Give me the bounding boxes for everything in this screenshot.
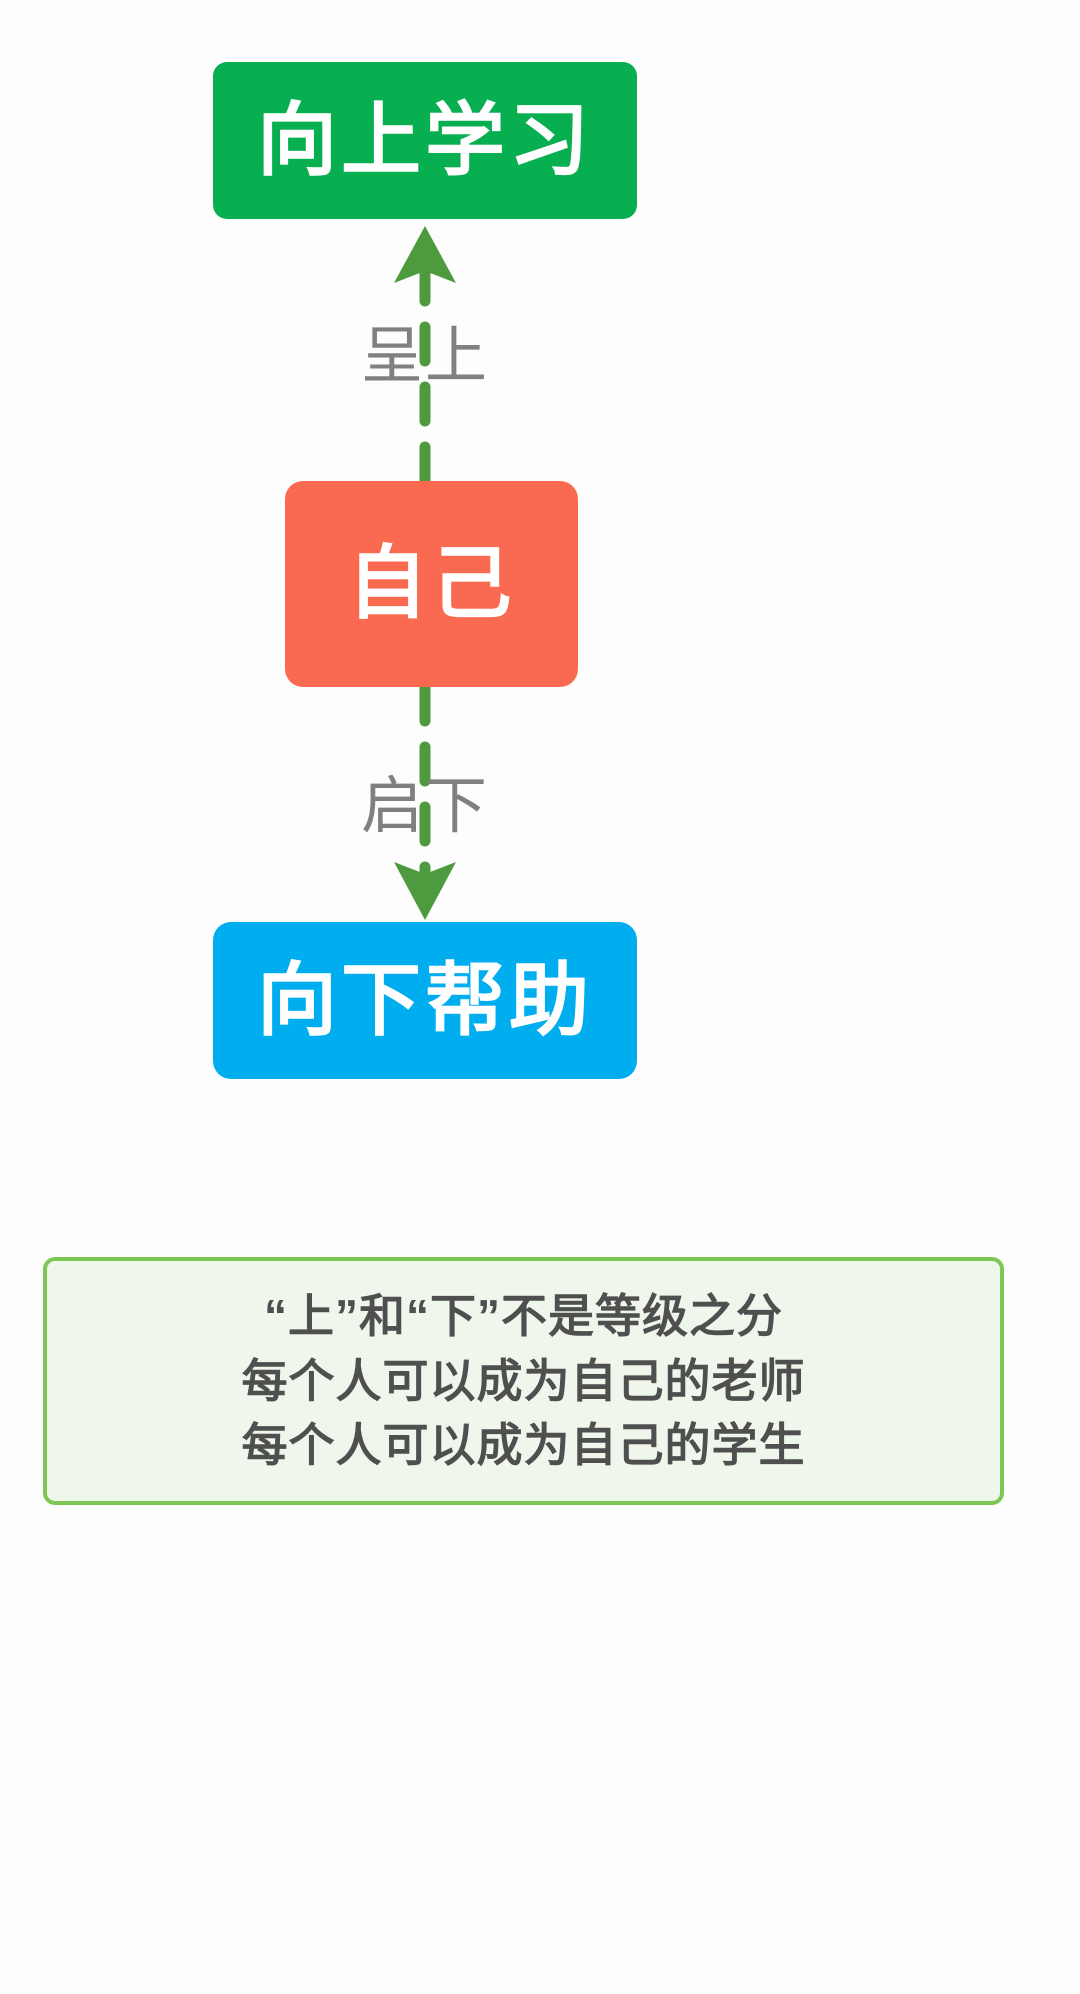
note-line-3: 每个人可以成为自己的学生 bbox=[241, 1419, 806, 1472]
node-upward-learning-label: 向上学习 bbox=[257, 95, 593, 185]
node-downward-help[interactable]: 向下帮助 bbox=[213, 922, 637, 1079]
node-self[interactable]: 自己 bbox=[285, 481, 578, 687]
node-downward-help-label: 向下帮助 bbox=[257, 955, 593, 1045]
note-line-2: 每个人可以成为自己的老师 bbox=[241, 1354, 806, 1407]
edge-label-upward: 呈上 bbox=[360, 322, 490, 391]
edge-label-downward: 启下 bbox=[360, 772, 490, 841]
node-self-label: 自己 bbox=[347, 539, 516, 628]
note-line-1: “上”和“下”不是等级之分 bbox=[264, 1289, 783, 1342]
note-callout: “上”和“下”不是等级之分 每个人可以成为自己的老师 每个人可以成为自己的学生 bbox=[43, 1257, 1004, 1505]
node-upward-learning[interactable]: 向上学习 bbox=[213, 62, 637, 219]
